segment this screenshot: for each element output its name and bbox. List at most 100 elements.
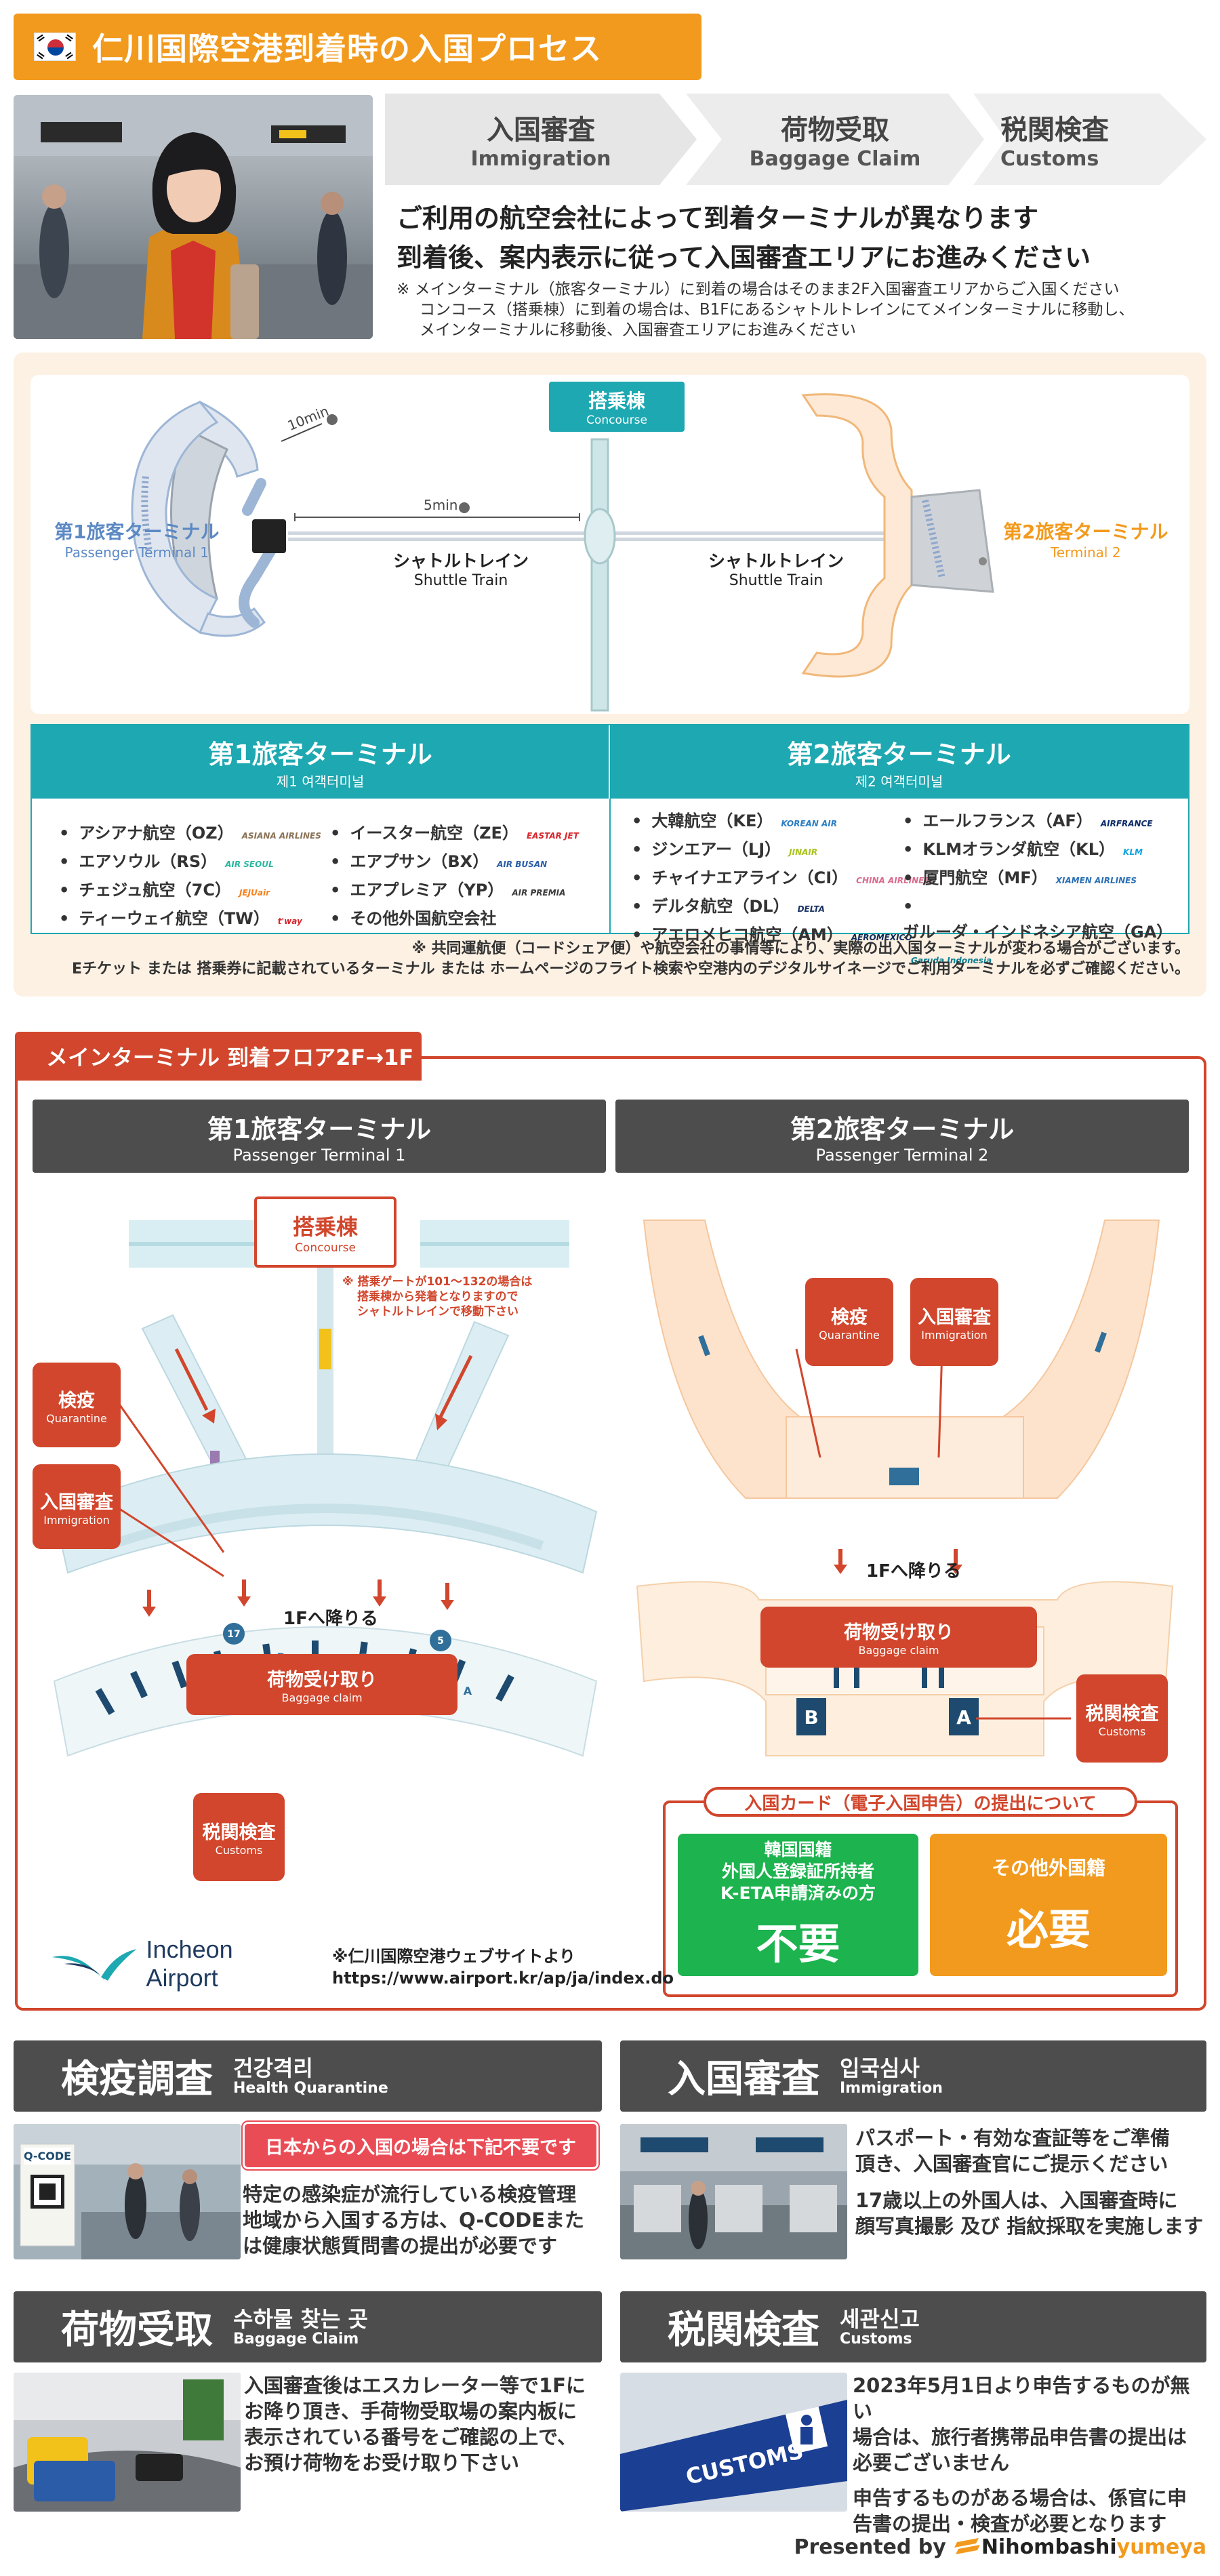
airline-item: ティーウェイ航空（TW） t'way	[59, 906, 321, 934]
source-note: ※仁川国際空港ウェブサイトより https://www.airport.kr/a…	[332, 1947, 674, 1988]
t1-airline-list-1: アシアナ航空（OZ）ASIANA AIRLINESエアソウル（RS）AIR SE…	[59, 820, 321, 934]
t1-down-1f-label: 1Fへ降りる	[283, 1609, 378, 1629]
airline-logo: AEROMEXICO	[851, 933, 912, 942]
t2-airline-list-2: エールフランス（AF） AIRFRANCE KLMオランダ航空（KL） KLM 厦門航空…	[903, 808, 1188, 973]
airline-logo: EASTAR JET	[526, 831, 579, 841]
baggage-photo	[14, 2373, 241, 2512]
airline-terminal-table: 第1旅客ターミナル 제1 여객터미널 第2旅客ターミナル 제2 여객터미널 アシ…	[30, 724, 1190, 965]
t1-gate-label: 5	[437, 1636, 444, 1647]
terminal-map: 搭乗棟 Concourse 第1旅客ターミナル Passenger Termin…	[30, 375, 1190, 714]
airline-item: エアプサン（BX） AIR BUSAN	[330, 849, 579, 877]
airline-name: KLMオランダ航空（KL）	[922, 840, 1116, 859]
concourse-label: 搭乗棟 Concourse	[549, 382, 685, 432]
airline-item: その他外国航空会社	[330, 906, 579, 931]
airline-item: エアソウル（RS）AIR SEOUL	[59, 849, 321, 877]
t2-gate-label: A	[956, 1706, 971, 1729]
brand-logo-icon	[954, 2538, 980, 2554]
airline-item: アエロメヒコ航空（AM） AEROMEXICO	[632, 922, 930, 950]
t2-immigration-label: 入国審査 Immigration	[910, 1278, 998, 1366]
presented-by: Presented by	[794, 2535, 946, 2559]
brand-name[interactable]: Nihombashiyumeya	[981, 2535, 1206, 2559]
quarantine-text: 特定の感染症が流行している検疫管理 地域から入国する方は、Q-CODEまた は健…	[243, 2183, 585, 2257]
airline-item: デルタ航空（DL） DELTA	[632, 893, 930, 922]
airline-logo: KOREAN AIR	[781, 819, 838, 828]
baggage-section-header: 荷物受取 수하물 찾는 곳 Baggage Claim	[14, 2291, 602, 2362]
airline-name: エールフランス（AF）	[922, 811, 1093, 830]
airline-item: ガルーダ・インドネシア航空（GA）Garuda Indonesia	[903, 893, 1188, 973]
step-immigration: 入国審査 Immigration	[385, 94, 697, 185]
airline-logo: XIAMEN AIRLINES	[1055, 876, 1137, 885]
t1-baggage-claim-label: 荷物受け取り Baggage claim	[186, 1654, 458, 1715]
airline-logo: DELTA	[797, 904, 825, 914]
airline-logo: JEJUair	[239, 888, 270, 898]
airline-logo: AIR PREMIA	[512, 888, 566, 898]
airline-name: その他外国航空会社	[350, 909, 497, 928]
t1-quarantine-label: 検疫 Quarantine	[33, 1363, 121, 1447]
arrival-floor-tab: メインターミナル 到着フロア2F→1F	[15, 1032, 422, 1081]
airline-name: アエロメヒコ航空（AM）	[651, 925, 843, 944]
airline-item: アシアナ航空（OZ）ASIANA AIRLINES	[59, 820, 321, 849]
t2-airline-list-1: 大韓航空（KE）KOREAN AIRジンエアー（LJ）JINAIRチャイナエアラ…	[632, 808, 930, 950]
step-customs: 税関検査 Customs	[973, 94, 1206, 185]
airline-name: エアプサン（BX）	[350, 852, 489, 871]
customs-section-header: 税関検査 세관신고 Customs	[620, 2291, 1206, 2362]
t2-table-header: 第2旅客ターミナル 제2 여객터미널	[610, 725, 1188, 799]
t2-gate-label: B	[804, 1706, 818, 1729]
terminal-sub-notice: ※ メインターミナル（旅客ターミナル）に到着の場合はそのまま2F入国審査エリアか…	[396, 281, 1135, 339]
airline-name: ティーウェイ航空（TW）	[79, 909, 270, 928]
incheon-wing-icon	[52, 1949, 137, 1981]
airline-name: デルタ航空（DL）	[651, 897, 790, 916]
t1-customs-label: 税関検査 Customs	[193, 1793, 285, 1881]
page-title: 仁川国際空港到着時の入国プロセス	[92, 31, 602, 67]
step-label: 入国審査	[487, 115, 595, 146]
terminal-notice: ご利用の航空会社によって到着ターミナルが異なります 到着後、案内表示に従って入国…	[396, 203, 1091, 273]
immigration-section-header: 入国審査 입국심사 Immigration	[620, 2040, 1206, 2112]
shuttle-train-label-left: シャトルトレイン Shuttle Train	[393, 551, 529, 589]
airline-logo: t'way	[277, 917, 302, 926]
step-label-en: Customs	[1000, 147, 1099, 171]
step-baggage-claim: 荷物受取 Baggage Claim	[686, 94, 984, 185]
airline-logo: KLM	[1123, 847, 1143, 857]
footer: Presented by Nihombashiyumeya	[786, 2530, 1207, 2564]
airline-logo: JINAIR	[789, 847, 818, 857]
step-label-en: Baggage Claim	[749, 147, 921, 171]
airline-logo: Garuda Indonesia	[911, 956, 992, 965]
airline-name: エアプレミア（YP）	[350, 881, 504, 900]
incheon-airport-logo: Incheon Airport	[51, 1935, 308, 1992]
hero-photo	[14, 95, 373, 339]
customs-text: 2023年5月1日より申告するものが無い 場合は、旅行者携帯品申告書の提出は 必…	[853, 2374, 1190, 2535]
airline-logo: AIR BUSAN	[497, 860, 548, 869]
airline-name: 厦門航空（MF）	[922, 868, 1048, 887]
t1-pointer-lines	[117, 1403, 225, 1577]
t2-map-label: 第2旅客ターミナル Terminal 2	[1003, 521, 1168, 561]
airline-item: チェジュ航空（7C） JEJUair	[59, 877, 321, 906]
step-label-en: Immigration	[470, 147, 611, 171]
korea-flag-icon	[34, 33, 76, 61]
airline-item: ジンエアー（LJ）JINAIR	[632, 837, 930, 865]
airline-logo: AIRFRANCE	[1100, 819, 1153, 828]
airline-item: エールフランス（AF） AIRFRANCE	[903, 808, 1188, 837]
immigration-text: パスポート・有効な査証等をご準備 頂き、入国審査官にご提示ください 17歳以上の…	[855, 2127, 1204, 2238]
t1-map-label: 第1旅客ターミナル Passenger Terminal 1	[54, 521, 220, 561]
airline-name: エアソウル（RS）	[79, 852, 218, 871]
title-bar: 仁川国際空港到着時の入国プロセス	[14, 14, 702, 80]
t2-quarantine-label: 検疫 Quarantine	[805, 1278, 893, 1366]
t1-table-header: 第1旅客ターミナル 제1 여객터미널	[32, 725, 610, 799]
quarantine-section-header: 検疫調査 건강격리 Health Quarantine	[14, 2040, 602, 2112]
arrival-card-title: 入国カード（電子入国申告）の提出について	[704, 1787, 1137, 1817]
customs-photo: CUSTOMS	[620, 2373, 847, 2512]
airline-item: イースター航空（ZE）EASTAR JET	[330, 820, 579, 849]
airline-logo: ASIANA AIRLINES	[241, 831, 321, 841]
airline-item: KLMオランダ航空（KL） KLM	[903, 837, 1188, 865]
t1-airline-list-2: イースター航空（ZE）EASTAR JETエアプサン（BX）AIR BUSANエ…	[330, 820, 579, 931]
t1-immigration-label: 入国審査 Immigration	[33, 1464, 121, 1549]
floor-t2-header: 第2旅客ターミナル Passenger Terminal 2	[615, 1100, 1189, 1173]
travel-time-5: 5min	[424, 497, 458, 513]
airline-name: チェジュ航空（7C）	[79, 881, 231, 900]
step-label: 荷物受取	[781, 115, 889, 146]
immigration-photo	[620, 2124, 847, 2259]
arrival-floor-panel	[15, 1056, 1206, 2011]
t2-down-1f-label: 1Fへ降りる	[866, 1561, 961, 1582]
t1-gate-label: 17	[227, 1629, 240, 1640]
arrival-card-not-required: 韓国国籍 外国人登録証所持者 K-ETA申請済みの方 不要	[678, 1834, 918, 1976]
